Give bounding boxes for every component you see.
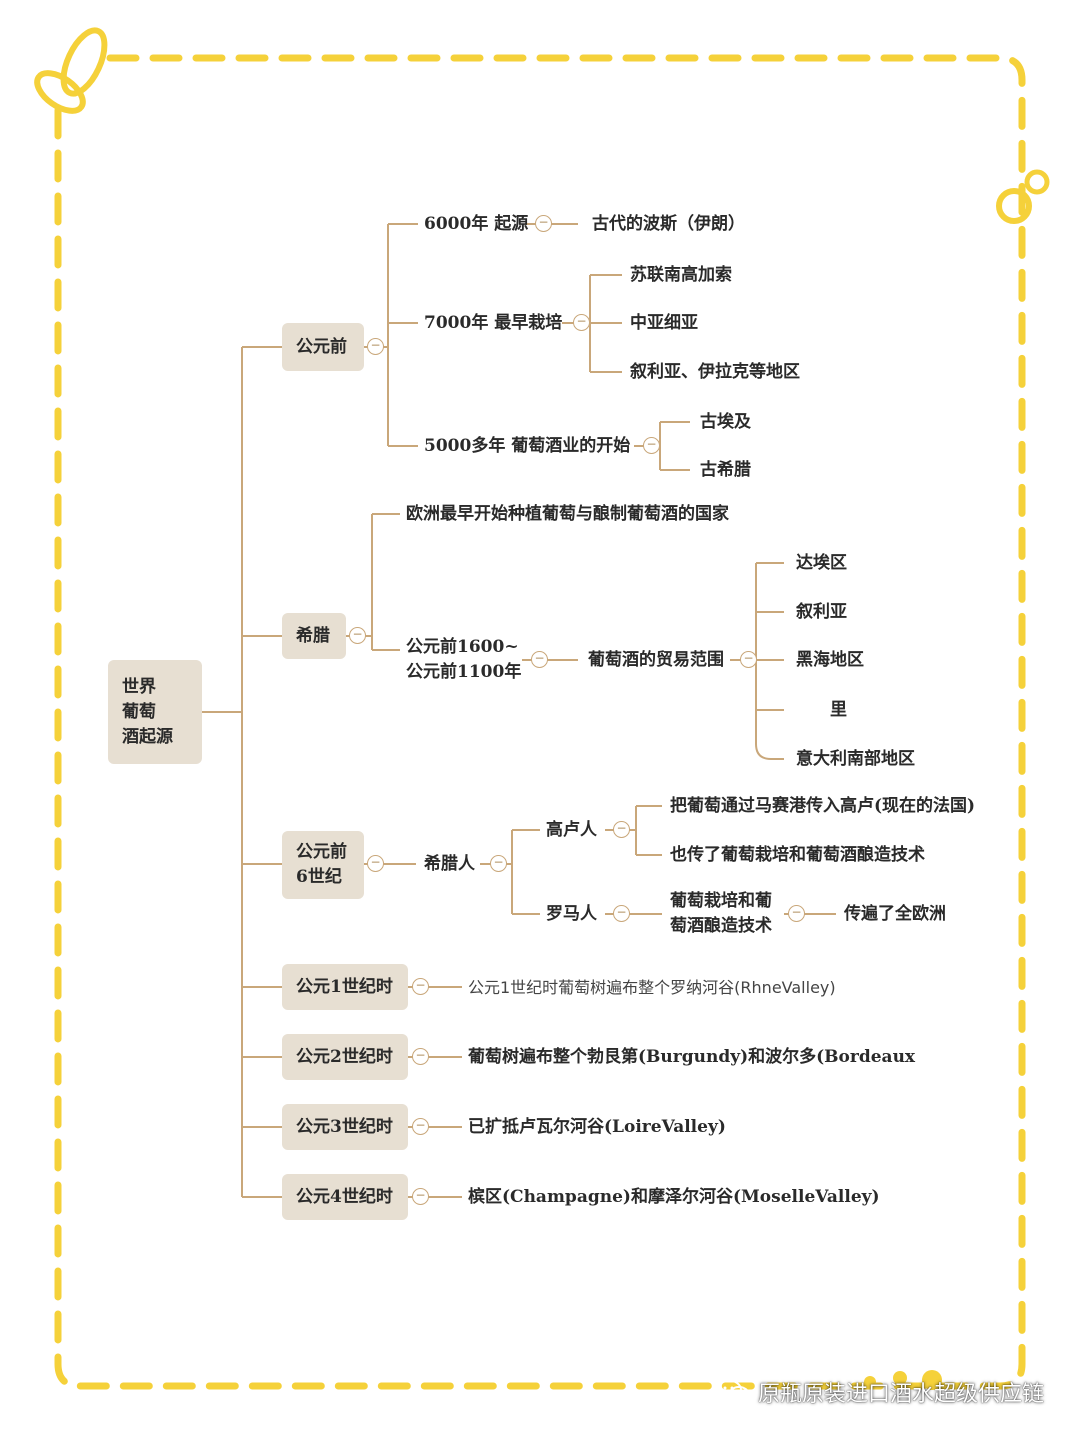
collapse-ad2-icon[interactable]: − [412,1048,429,1065]
node-ancient-greece[interactable]: 古希腊 [700,460,751,480]
collapse-6th-icon[interactable]: − [367,855,384,872]
node-ad4[interactable]: 公元4世纪时 [282,1174,408,1220]
node-gauls-tech[interactable]: 也传了葡萄栽培和葡萄酒酿造技术 [670,845,925,865]
node-ad1-label: 公元1世纪时 [296,976,393,997]
node-ad3[interactable]: 公元3世纪时 [282,1104,408,1150]
node-egypt[interactable]: 古埃及 [700,412,751,432]
collapse-greece-icon[interactable]: − [349,627,366,644]
collapse-romans-tech-icon[interactable]: − [788,905,805,922]
node-ad4-text[interactable]: 槟区(Champagne)和摩泽尔河谷(MoselleValley) [468,1187,880,1207]
bubble-decoration-icon [996,169,1050,224]
node-trade-range[interactable]: 葡萄酒的贸易范围 [588,650,724,670]
collapse-trade-icon[interactable]: − [740,651,757,668]
node-greece-first[interactable]: 欧洲最早开始种植葡萄与酿制葡萄酒的国家 [406,504,729,524]
wechat-icon [715,1379,750,1404]
collapse-ad3-icon[interactable]: − [412,1118,429,1135]
node-greece-period[interactable]: 公元前1600~ 公元前1100年 [406,637,522,682]
node-region-2[interactable]: 叙利亚 [796,602,847,622]
node-6000[interactable]: 6000年 起源 [424,214,529,234]
watermark: 原瓶原装进口酒水超级供应链 [715,1376,1044,1408]
root-node[interactable]: 世界 葡萄 酒起源 [108,660,202,764]
node-caucasus[interactable]: 苏联南高加索 [630,265,732,285]
node-ad2-label: 公元2世纪时 [296,1046,393,1067]
collapse-greeks-icon[interactable]: − [490,855,507,872]
collapse-bc-icon[interactable]: − [367,338,384,355]
collapse-6000-icon[interactable]: − [535,215,552,232]
leaf-decoration-icon [34,27,108,114]
node-romans[interactable]: 罗马人 [546,904,597,924]
collapse-period-icon[interactable]: − [531,651,548,668]
node-all-europe[interactable]: 传遍了全欧洲 [844,904,946,924]
node-region-5[interactable]: 意大利南部地区 [796,749,915,769]
node-ad1-text[interactable]: 公元1世纪时葡萄树遍布整个罗纳河谷(RhneValley) [468,978,836,997]
node-greeks[interactable]: 希腊人 [424,854,475,874]
root-label: 世界 葡萄 酒起源 [122,676,173,747]
node-bc-label: 公元前 [296,336,347,357]
collapse-5000-icon[interactable]: − [643,437,660,454]
node-marseille[interactable]: 把葡萄通过马赛港传入高卢(现在的法国) [670,796,976,816]
node-region-4[interactable]: 里 [830,700,847,720]
node-ad2-text[interactable]: 葡萄树遍布整个勃艮第(Burgundy)和波尔多(Bordeaux [468,1047,916,1067]
node-greece-label: 希腊 [296,625,330,646]
node-7000[interactable]: 7000年 最早栽培 [424,313,563,333]
dots-decoration-icon [864,1370,942,1390]
node-ad4-label: 公元4世纪时 [296,1186,393,1207]
node-syria-iraq[interactable]: 叙利亚、伊拉克等地区 [630,362,800,382]
collapse-gauls-icon[interactable]: − [613,821,630,838]
node-ad2[interactable]: 公元2世纪时 [282,1034,408,1080]
node-6th-century-bc-label: 公元前 6世纪 [296,842,347,887]
watermark-text: 原瓶原装进口酒水超级供应链 [757,1382,1044,1407]
node-bc[interactable]: 公元前 [282,323,364,371]
collapse-7000-icon[interactable]: − [573,314,590,331]
collapse-romans-icon[interactable]: − [613,905,630,922]
node-6th-century-bc[interactable]: 公元前 6世纪 [282,831,364,899]
node-5000[interactable]: 5000多年 葡萄酒业的开始 [424,436,631,456]
collapse-ad1-icon[interactable]: − [412,978,429,995]
node-romans-tech[interactable]: 葡萄栽培和葡 萄酒酿造技术 [670,891,772,936]
node-greece[interactable]: 希腊 [282,613,346,659]
node-ad1[interactable]: 公元1世纪时 [282,964,408,1010]
node-region-3[interactable]: 黑海地区 [796,650,864,670]
node-central-asia[interactable]: 中亚细亚 [630,313,698,333]
collapse-ad4-icon[interactable]: − [412,1188,429,1205]
node-persia[interactable]: 古代的波斯（伊朗） [592,214,745,234]
node-region-1[interactable]: 达埃区 [796,553,847,573]
node-ad3-text[interactable]: 已扩抵卢瓦尔河谷(LoireValley) [468,1117,726,1137]
node-gauls[interactable]: 高卢人 [546,820,597,840]
node-ad3-label: 公元3世纪时 [296,1116,393,1137]
